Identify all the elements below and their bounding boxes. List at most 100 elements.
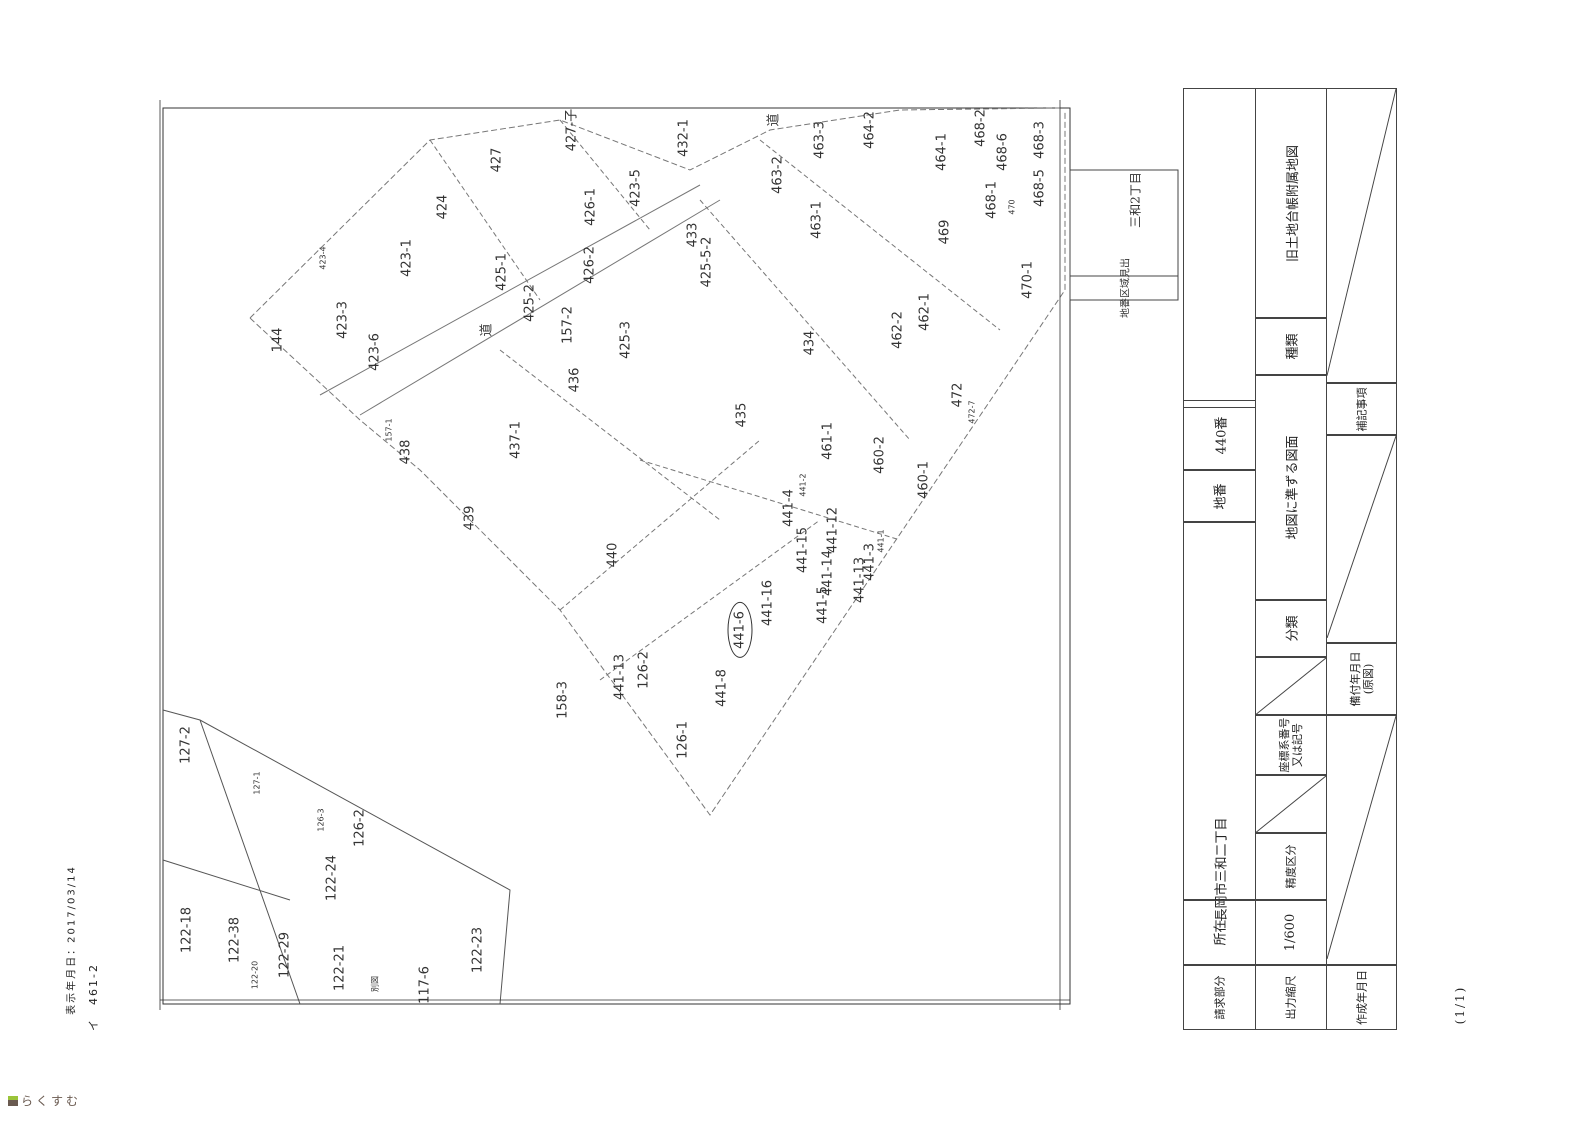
- class-value: 地図に準ずる図面: [1255, 375, 1327, 600]
- parcel-label: 433: [685, 222, 701, 248]
- parcel-label: 441-16: [760, 579, 776, 627]
- parcel-label: 426-1: [583, 188, 599, 226]
- parcel-label: 158-3: [555, 681, 571, 719]
- parcel-label: 432-1: [676, 119, 692, 157]
- parcel-label: 157-1: [384, 418, 394, 442]
- parcel-label: 436: [567, 367, 583, 393]
- parcel-label: 157-2: [560, 306, 576, 344]
- parcel-label: 441-6: [727, 602, 753, 658]
- parcel-label: 441-8: [714, 669, 730, 707]
- parcel-label: 423-3: [335, 301, 351, 339]
- parcel-label: 463-3: [812, 121, 828, 159]
- parcel-label: 425-5-2: [699, 236, 715, 288]
- page-number: (1/1): [1453, 985, 1467, 1025]
- parcel-label: 427-子: [564, 108, 580, 152]
- parcel-label: 122-29: [277, 931, 293, 979]
- parcel-boundary: [162, 709, 511, 1005]
- parcel-label: 441-12: [825, 506, 841, 554]
- parcel-label: 117-6: [417, 966, 433, 1004]
- parcel-label: 463-1: [809, 201, 825, 239]
- parcel-label: 468-1: [984, 181, 1000, 219]
- parcel-label: 470-1: [1020, 261, 1036, 299]
- parcel-label: 434: [802, 330, 818, 356]
- parcel-label: 424: [435, 194, 451, 220]
- parcel-label: 425-2: [522, 284, 538, 322]
- parcel-label: 468-6: [995, 133, 1011, 171]
- parcel-label: 468-3: [1032, 121, 1048, 159]
- parcel-label: 122-23: [470, 926, 486, 974]
- type-label: 種類: [1255, 318, 1327, 375]
- kept-date-label: 備付年月日(原図): [1326, 643, 1397, 715]
- parcel-label: 468-5: [1032, 169, 1048, 207]
- location-label: 所在: [1183, 900, 1256, 965]
- parcel-label: 469: [937, 219, 953, 245]
- parcel-label: 別図: [370, 976, 380, 992]
- parcel-label: 道: [766, 113, 782, 127]
- parcel-label: 464-2: [862, 111, 878, 149]
- scale-label: 出力縮尺: [1255, 965, 1327, 1030]
- inset-title: 地番区域見出: [1120, 258, 1132, 318]
- logo: らくすむ: [8, 1092, 81, 1109]
- road-boundary: [319, 184, 721, 416]
- created-date-label: 作成年月日: [1326, 965, 1397, 1030]
- parcel-label: 425-1: [494, 253, 510, 291]
- parcel-label: 423-6: [367, 333, 383, 371]
- parcel-label: 472: [950, 382, 966, 408]
- parcel-label: 441-1: [876, 529, 886, 553]
- parcel-label: 425-3: [618, 321, 634, 359]
- parcel-label: 462-1: [917, 293, 933, 331]
- parcel-label: 468-2: [973, 109, 989, 147]
- parcel-label: 460-2: [872, 436, 888, 474]
- parcel-label: 441-13: [612, 653, 628, 701]
- parcel-label: 435: [734, 402, 750, 428]
- coord-label: 座標系番号又は記号: [1255, 715, 1327, 775]
- parcel-label: 122-20: [250, 960, 260, 990]
- parcel-label: 126-1: [675, 721, 691, 759]
- parcel-label: 438: [398, 439, 414, 465]
- parcel-label: 470: [1007, 199, 1017, 215]
- parcel-boundary: [429, 119, 1001, 681]
- lot-value: 440番: [1183, 400, 1256, 470]
- parcel-label: 122-38: [227, 916, 243, 964]
- parcel-label: 437-1: [508, 421, 524, 459]
- parcel-label: 464-1: [934, 133, 950, 171]
- parcel-label: 439: [462, 505, 478, 531]
- parcel-label: 127-1: [252, 771, 262, 795]
- inset-frame: [1069, 169, 1179, 301]
- parcel-label: 441-5: [815, 586, 831, 624]
- parcel-label: 441-15: [795, 526, 811, 574]
- parcel-label: 427: [489, 147, 505, 173]
- parcel-label: 426-2: [582, 246, 598, 284]
- parcel-label: 441-13: [852, 556, 868, 604]
- parcel-label: 144: [270, 327, 286, 353]
- parcel-label: 122-18: [179, 906, 195, 954]
- parcel-boundary: [249, 110, 1066, 816]
- parcel-label: 423-4: [318, 246, 328, 270]
- lot-label: 地番: [1183, 470, 1256, 522]
- parcel-label: 道: [479, 323, 495, 337]
- class-label: 分類: [1255, 600, 1327, 657]
- house-icon: [8, 1095, 18, 1106]
- parcel-label: 472-7: [967, 400, 977, 424]
- parcel-label: 126-3: [316, 808, 326, 832]
- parcel-label: 127-2: [178, 726, 194, 764]
- map-frame: [162, 107, 1071, 1005]
- parcel-label: 461-1: [820, 422, 836, 460]
- parcel-label: 423-1: [399, 239, 415, 277]
- parcel-label: 441-4: [781, 489, 797, 527]
- reference-number: イ 461-2: [87, 963, 100, 1031]
- parcel-label: 462-2: [890, 311, 906, 349]
- parcel-label: 126-2: [636, 651, 652, 689]
- crop-line: [159, 100, 1070, 1010]
- notes-label: 補記事項: [1326, 383, 1397, 435]
- display-date: 表示年月日：2017/03/14: [66, 865, 78, 1015]
- parcel-label: 122-24: [324, 854, 340, 902]
- parcel-label: 441-2: [798, 473, 808, 497]
- inset-area-label: 三和2丁目: [1128, 172, 1143, 228]
- parcel-label: 463-2: [770, 156, 786, 194]
- location-value: 長岡市三和二丁目: [1183, 522, 1256, 922]
- parcel-label: 122-21: [332, 944, 348, 992]
- accuracy-label: 精度区分: [1255, 833, 1327, 900]
